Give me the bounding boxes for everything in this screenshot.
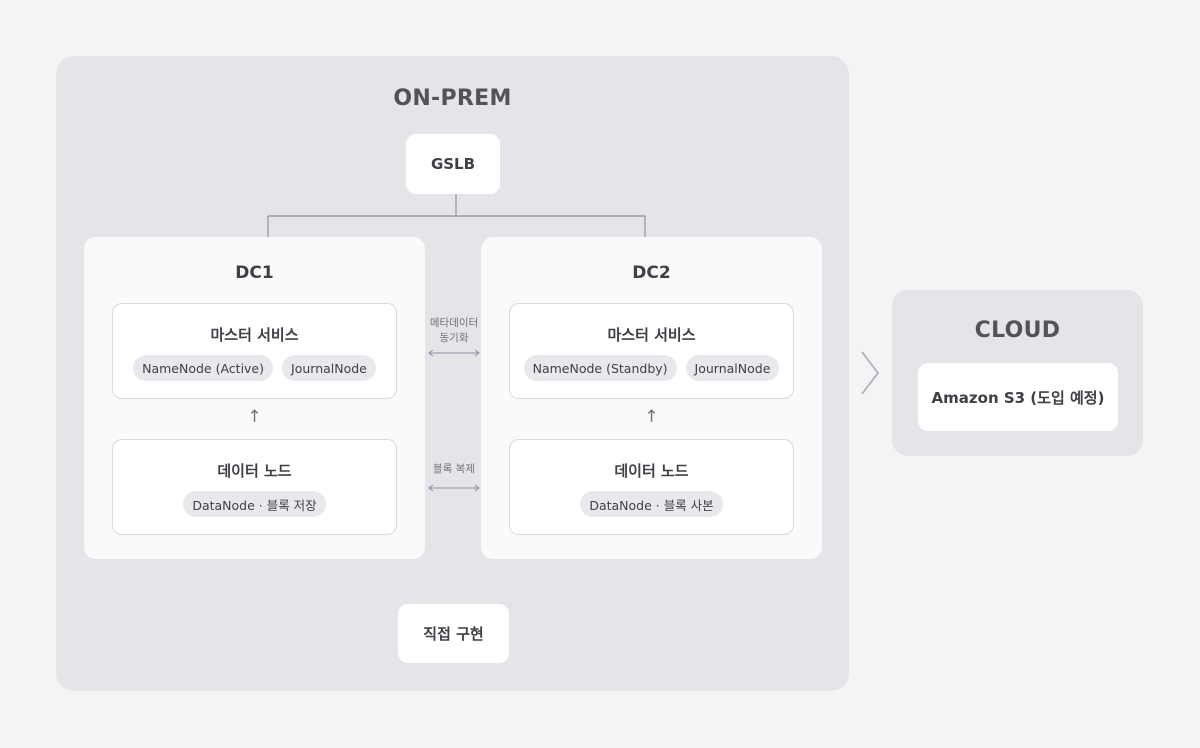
dc2-data-node: 데이터 노드 DataNode · 블록 사본: [509, 439, 794, 535]
dc1-data-node: 데이터 노드 DataNode · 블록 저장: [112, 439, 397, 535]
amazon-s3-label: Amazon S3 (도입 예정): [931, 388, 1105, 407]
dc1-panel: DC1 마스터 서비스 NameNode (Active) JournalNod…: [84, 237, 425, 559]
direct-impl-box: 직접 구현: [398, 604, 509, 663]
chevron-right-icon: [861, 351, 880, 395]
dc2-datanode-chip: DataNode · 블록 사본: [580, 491, 723, 517]
dc1-data-title: 데이터 노드: [217, 462, 292, 480]
dc1-title: DC1: [235, 263, 274, 283]
gslb-label: GSLB: [430, 155, 476, 173]
metadata-sync-label-line1: 메타데이터: [429, 317, 479, 329]
dc2-up-arrow-icon: ↑: [644, 407, 659, 427]
onprem-title: ON-PREM: [393, 86, 512, 111]
dc2-panel: DC2 마스터 서비스 NameNode (Standby) JournalNo…: [481, 237, 822, 559]
dc2-data-title: 데이터 노드: [614, 462, 689, 480]
dc2-title: DC2: [632, 263, 671, 283]
metadata-sync-arrow-icon: [428, 349, 480, 357]
dc2-namenode-chip: NameNode (Standby): [523, 355, 677, 381]
direct-impl-label: 직접 구현: [423, 625, 484, 643]
dc1-journalnode-chip: JournalNode: [282, 355, 376, 381]
dc1-up-arrow-icon: ↑: [247, 407, 262, 427]
metadata-sync-label-line2: 동기화: [439, 332, 469, 344]
cloud-title: CLOUD: [974, 318, 1061, 343]
dc2-journalnode-chip: JournalNode: [685, 355, 780, 381]
dc1-master-service: 마스터 서비스 NameNode (Active) JournalNode: [112, 303, 397, 399]
amazon-s3-box: Amazon S3 (도입 예정): [918, 363, 1118, 431]
dc2-master-title: 마스터 서비스: [607, 326, 696, 344]
dc1-namenode-chip: NameNode (Active): [133, 355, 274, 381]
block-replication-label: 블록 복제: [433, 463, 475, 475]
dc1-datanode-chip: DataNode · 블록 저장: [183, 491, 326, 517]
dc1-master-title: 마스터 서비스: [210, 326, 299, 344]
dc2-master-service: 마스터 서비스 NameNode (Standby) JournalNode: [509, 303, 794, 399]
block-replication-arrow-icon: [428, 484, 480, 492]
gslb-box: GSLB: [406, 134, 500, 194]
metadata-sync-label: 메타데이터 동기화: [424, 316, 484, 346]
